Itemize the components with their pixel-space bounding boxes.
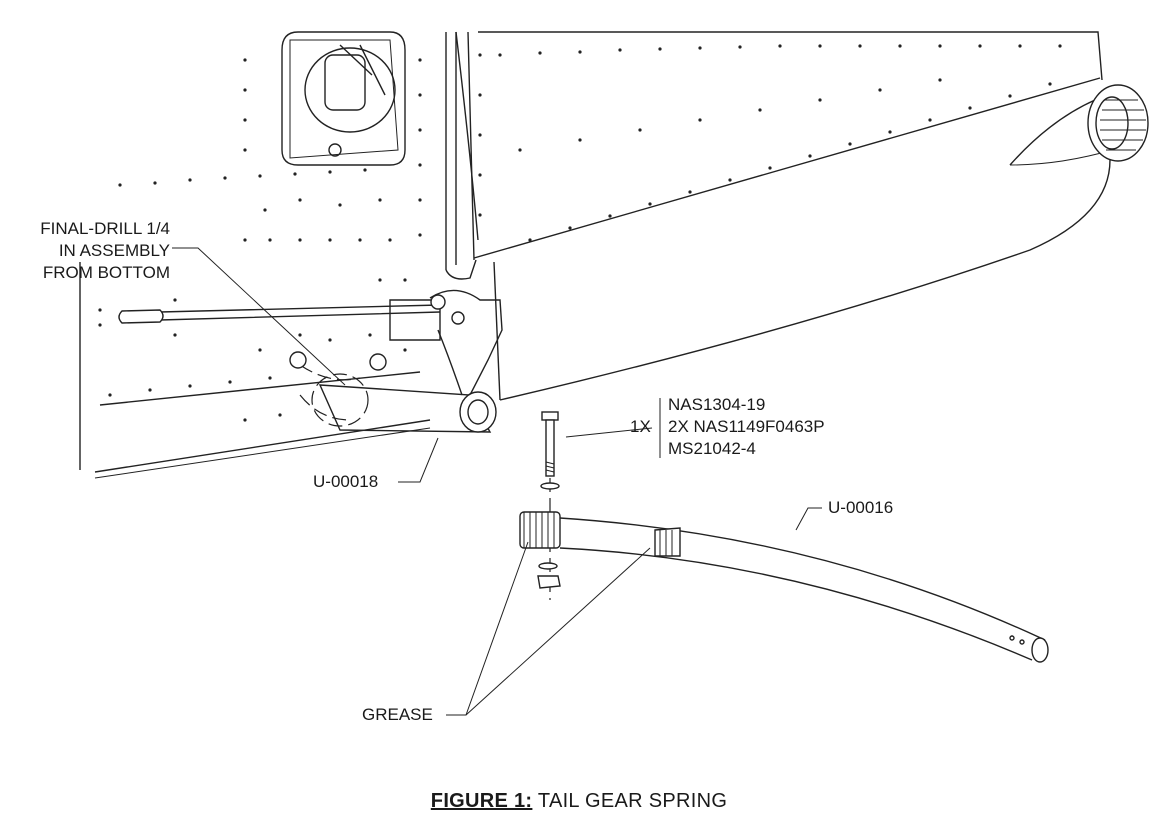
tail-cone — [473, 31, 1113, 401]
gear-spring — [519, 511, 1049, 663]
tail-light — [1087, 84, 1149, 162]
final-drill-line-2: IN ASSEMBLY — [58, 241, 170, 260]
leaders — [172, 247, 822, 716]
grease-label: GREASE — [362, 705, 433, 724]
hardware-qty: 1X — [630, 417, 651, 436]
bolt-stack — [537, 411, 561, 600]
final-drill-line-1: FINAL-DRILL 1/4 — [40, 219, 170, 238]
tail-post — [445, 31, 479, 280]
final-drill-line-3: FROM BOTTOM — [42, 263, 170, 282]
hardware-parts: NAS1304-19 2X NAS1149F0463P MS21042-4 — [668, 394, 825, 460]
hardware-part-nut: MS21042-4 — [668, 439, 756, 458]
spring-socket — [289, 351, 497, 433]
figure-caption: FIGURE 1: TAIL GEAR SPRING — [0, 790, 1158, 813]
hardware-part-bolt: NAS1304-19 — [668, 395, 766, 414]
u00018-label: U-00018 — [313, 472, 379, 491]
u00016-label: U-00016 — [828, 498, 894, 517]
final-drill-note: FINAL-DRILL 1/4 IN ASSEMBLY FROM BOTTOM — [20, 218, 170, 284]
figure-number: FIGURE 1: — [430, 790, 533, 812]
control-rod — [118, 304, 441, 324]
figure-title: TAIL GEAR SPRING — [537, 790, 728, 812]
hardware-part-washer: 2X NAS1149F0463P — [668, 417, 825, 436]
rivet-pattern — [98, 44, 1062, 422]
mount-bracket — [389, 289, 503, 396]
access-panel — [281, 31, 406, 166]
fuselage-skin — [79, 262, 431, 479]
